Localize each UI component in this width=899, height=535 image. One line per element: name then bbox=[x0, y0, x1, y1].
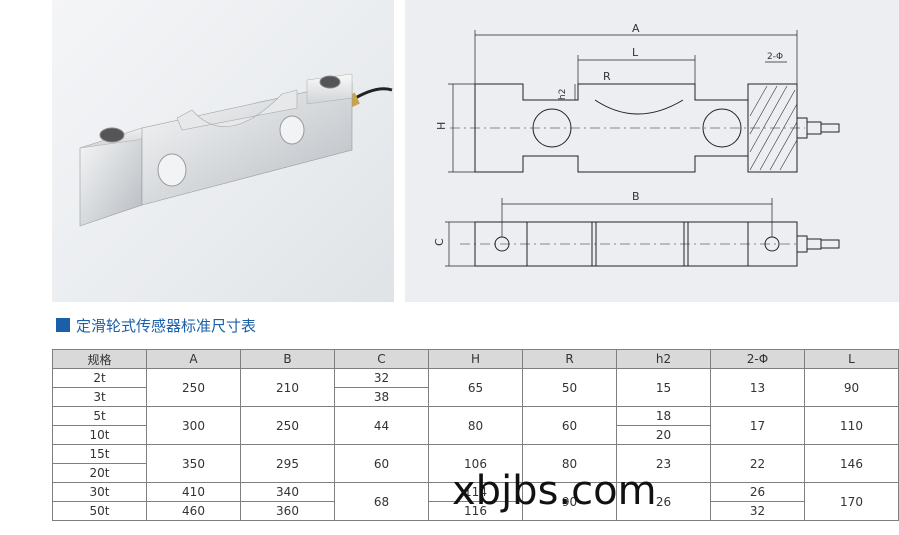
table-cell: 38 bbox=[334, 387, 429, 407]
table-cell: 210 bbox=[240, 368, 335, 407]
header-cell: C bbox=[334, 349, 429, 369]
section-title: 定滑轮式传感器标准尺寸表 bbox=[56, 314, 256, 336]
load-cell-illustration bbox=[79, 73, 393, 227]
table-cell: 80 bbox=[428, 406, 523, 445]
table-row: 30t 410 340 68 114 90 26 26 170 bbox=[52, 482, 899, 521]
dim-label-c: C bbox=[433, 238, 446, 246]
table-cell: 340 bbox=[240, 482, 335, 502]
spec-cell: 3t bbox=[52, 387, 147, 407]
table-cell: 114 bbox=[428, 482, 523, 502]
title-square-icon bbox=[56, 318, 70, 332]
spec-cell: 10t bbox=[52, 425, 147, 445]
table-cell: 13 bbox=[710, 368, 805, 407]
dim-label-l: L bbox=[632, 46, 639, 59]
table-cell: 60 bbox=[334, 444, 429, 483]
table-cell: 80 bbox=[522, 444, 617, 483]
dimension-table: 规格 A B C H R h2 2-Φ L 2t 250 210 32 65 5… bbox=[52, 349, 899, 521]
spec-cell: 50t bbox=[52, 501, 147, 521]
table-cell: 50 bbox=[522, 368, 617, 407]
product-photo bbox=[52, 0, 394, 302]
table-cell: 170 bbox=[804, 482, 899, 521]
spec-cell: 30t bbox=[52, 482, 147, 502]
table-cell: 295 bbox=[240, 444, 335, 483]
table-cell: 350 bbox=[146, 444, 241, 483]
header-cell: h2 bbox=[616, 349, 711, 369]
table-cell: 300 bbox=[146, 406, 241, 445]
table-header-row: 规格 A B C H R h2 2-Φ L bbox=[52, 349, 899, 369]
header-cell: B bbox=[240, 349, 335, 369]
dim-label-b: B bbox=[632, 190, 640, 203]
table-cell: 68 bbox=[334, 482, 429, 521]
dimension-drawing: A L R h2 H 2-Φ B bbox=[405, 0, 899, 302]
spec-cell: 5t bbox=[52, 406, 147, 426]
table-cell: 146 bbox=[804, 444, 899, 483]
table-row: 10t 20 bbox=[52, 425, 899, 445]
table-cell: 106 bbox=[428, 444, 523, 483]
spec-cell: 15t bbox=[52, 444, 147, 464]
table-cell: 65 bbox=[428, 368, 523, 407]
table-cell: 250 bbox=[146, 368, 241, 407]
table-cell: 26 bbox=[616, 482, 711, 521]
table-cell: 90 bbox=[804, 368, 899, 407]
table-cell: 32 bbox=[334, 368, 429, 388]
spec-cell: 20t bbox=[52, 463, 147, 483]
dim-label-r: R bbox=[603, 70, 611, 83]
spec-cell: 2t bbox=[52, 368, 147, 388]
table-row: 5t 300 250 44 80 60 18 17 110 bbox=[52, 406, 899, 445]
table-row: 3t 38 bbox=[52, 387, 899, 407]
header-cell: H bbox=[428, 349, 523, 369]
header-cell: R bbox=[522, 349, 617, 369]
dim-label-a: A bbox=[632, 22, 640, 35]
dim-label-h: H bbox=[435, 122, 448, 130]
table-cell: 110 bbox=[804, 406, 899, 445]
table-cell: 90 bbox=[522, 482, 617, 521]
table-cell: 15 bbox=[616, 368, 711, 407]
table-cell: 60 bbox=[522, 406, 617, 445]
table-cell: 17 bbox=[710, 406, 805, 445]
table-cell: 26 bbox=[710, 482, 805, 502]
table-row: 15t 350 295 60 106 80 23 22 146 bbox=[52, 444, 899, 483]
dim-label-2phi: 2-Φ bbox=[767, 52, 783, 62]
section-title-text: 定滑轮式传感器标准尺寸表 bbox=[76, 316, 257, 335]
dimension-drawing-svg: A L R h2 H 2-Φ B bbox=[433, 22, 840, 267]
table-cell: 360 bbox=[240, 501, 335, 521]
table-cell: 116 bbox=[428, 501, 523, 521]
table-cell: 20 bbox=[616, 425, 711, 445]
header-cell: 规格 bbox=[52, 349, 147, 369]
table-cell: 250 bbox=[240, 406, 335, 445]
table-row: 2t 250 210 32 65 50 15 13 90 bbox=[52, 368, 899, 407]
table-cell: 32 bbox=[710, 501, 805, 521]
header-cell: 2-Φ bbox=[710, 349, 805, 369]
table-cell: 18 bbox=[616, 406, 711, 426]
table-cell: 22 bbox=[710, 444, 805, 483]
table-cell: 23 bbox=[616, 444, 711, 483]
table-cell: 410 bbox=[146, 482, 241, 502]
header-cell: A bbox=[146, 349, 241, 369]
table-cell: 460 bbox=[146, 501, 241, 521]
header-cell: L bbox=[804, 349, 899, 369]
table-cell: 44 bbox=[334, 406, 429, 445]
dim-label-h2: h2 bbox=[558, 89, 568, 100]
table-row: 50t 460 360 116 32 bbox=[52, 501, 899, 521]
